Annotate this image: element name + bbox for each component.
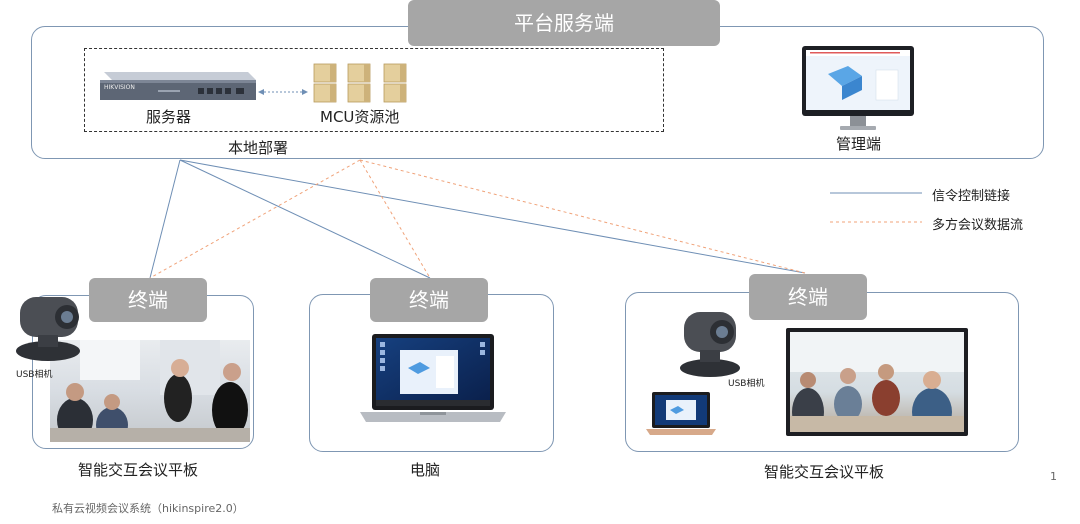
legend-signal-label: 信令控制链接 [932,189,1011,204]
server-label: 服务器 [146,108,192,126]
usb-camera-3-icon [674,310,746,380]
platform-title: 平台服务端 [408,0,720,46]
terminal-3-tag: 终端 [749,274,867,320]
panel-screen [790,332,964,432]
admin-label: 管理端 [836,135,882,153]
mcu-label: MCU资源池 [320,108,400,126]
usb-camera-1-label: USB相机 [16,370,53,380]
terminal-1-caption: 智能交互会议平板 [78,461,199,479]
usb-camera-3-label: USB相机 [728,379,765,389]
page-number: 1 [1050,470,1057,483]
footer-text: 私有云视频会议系统（hikinspire2.0） [52,502,244,515]
terminal-3-caption: 智能交互会议平板 [764,463,885,481]
interactive-panel-photo [786,328,968,436]
laptop-icon [360,334,506,424]
small-laptop-icon [646,392,716,436]
local-deployment-label: 本地部署 [228,139,289,157]
legend-media-label: 多方会议数据流 [932,218,1024,233]
signal-links [149,159,806,279]
terminal-2-caption: 电脑 [410,461,441,479]
server-brand-logo: HIKVISION [104,84,135,91]
terminal-1-tag: 终端 [89,278,207,322]
admin-monitor-icon [802,46,914,134]
meeting-photo-1 [50,340,250,442]
terminal-2-tag: 终端 [370,278,488,322]
media-streams [149,159,806,279]
server-icon: HIKVISION [98,66,258,106]
local-deployment-box [84,48,664,132]
mcu-pool-icon [312,60,412,106]
usb-camera-1-icon [12,295,84,365]
